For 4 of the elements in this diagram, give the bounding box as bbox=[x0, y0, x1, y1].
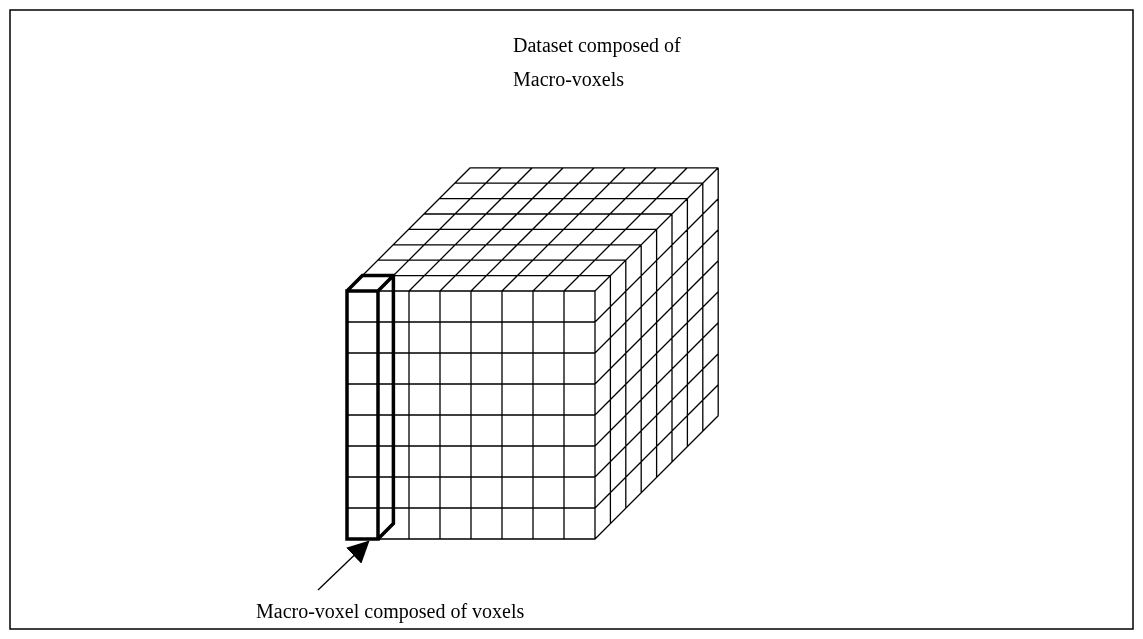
diagram-heading: Dataset composed of Macro-voxels bbox=[513, 33, 682, 92]
callout-text: Macro-voxel composed of voxels bbox=[256, 594, 525, 628]
macro-voxel-column bbox=[345, 273, 396, 541]
leader-line bbox=[317, 540, 370, 591]
